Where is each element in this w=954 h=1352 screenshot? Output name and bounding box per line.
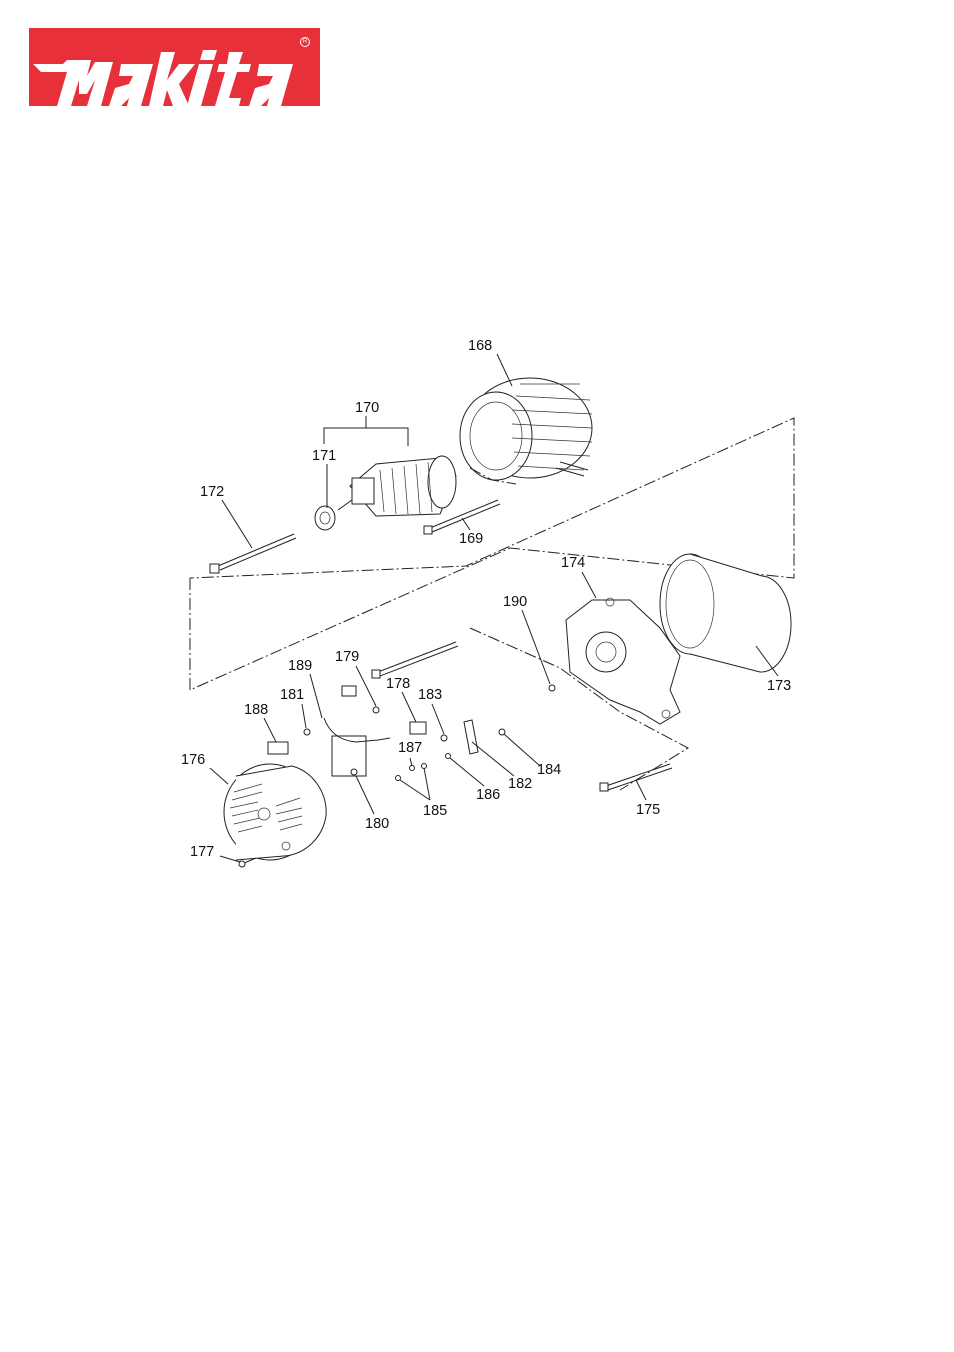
callout-170: 170: [355, 400, 379, 416]
callout-183: 183: [418, 687, 442, 703]
callout-182: 182: [508, 776, 532, 792]
callout-181: 181: [280, 687, 304, 703]
callout-184: 184: [537, 762, 561, 778]
capacitor-part: [324, 686, 390, 776]
callout-177: 177: [190, 844, 214, 860]
terminal-plate-part: [464, 720, 478, 754]
stator-part: [460, 378, 592, 484]
bottom-bolt-part: [600, 764, 672, 791]
callout-189: 189: [288, 658, 312, 674]
fan-cover-part: [224, 764, 326, 860]
callout-169: 169: [459, 531, 483, 547]
callout-171: 171: [312, 448, 336, 464]
callout-179: 179: [335, 649, 359, 665]
armature-part: [338, 456, 456, 516]
band-cover-part: [660, 554, 791, 672]
callout-188: 188: [244, 702, 268, 718]
callout-190: 190: [503, 594, 527, 610]
mid-bolt-part: [372, 642, 458, 678]
callout-175: 175: [636, 802, 660, 818]
callout-187: 187: [398, 740, 422, 756]
callout-176: 176: [181, 752, 205, 768]
long-bolt-part: [210, 534, 296, 573]
callout-178: 178: [386, 676, 410, 692]
switch-part: [410, 722, 426, 734]
callout-168: 168: [468, 338, 492, 354]
callout-172: 172: [200, 484, 224, 500]
bearing-part: [315, 506, 335, 530]
callout-173: 173: [767, 678, 791, 694]
small-block-part: [268, 742, 288, 754]
callout-185: 185: [423, 803, 447, 819]
callout-180: 180: [365, 816, 389, 832]
callout-186: 186: [476, 787, 500, 803]
callout-174: 174: [561, 555, 585, 571]
